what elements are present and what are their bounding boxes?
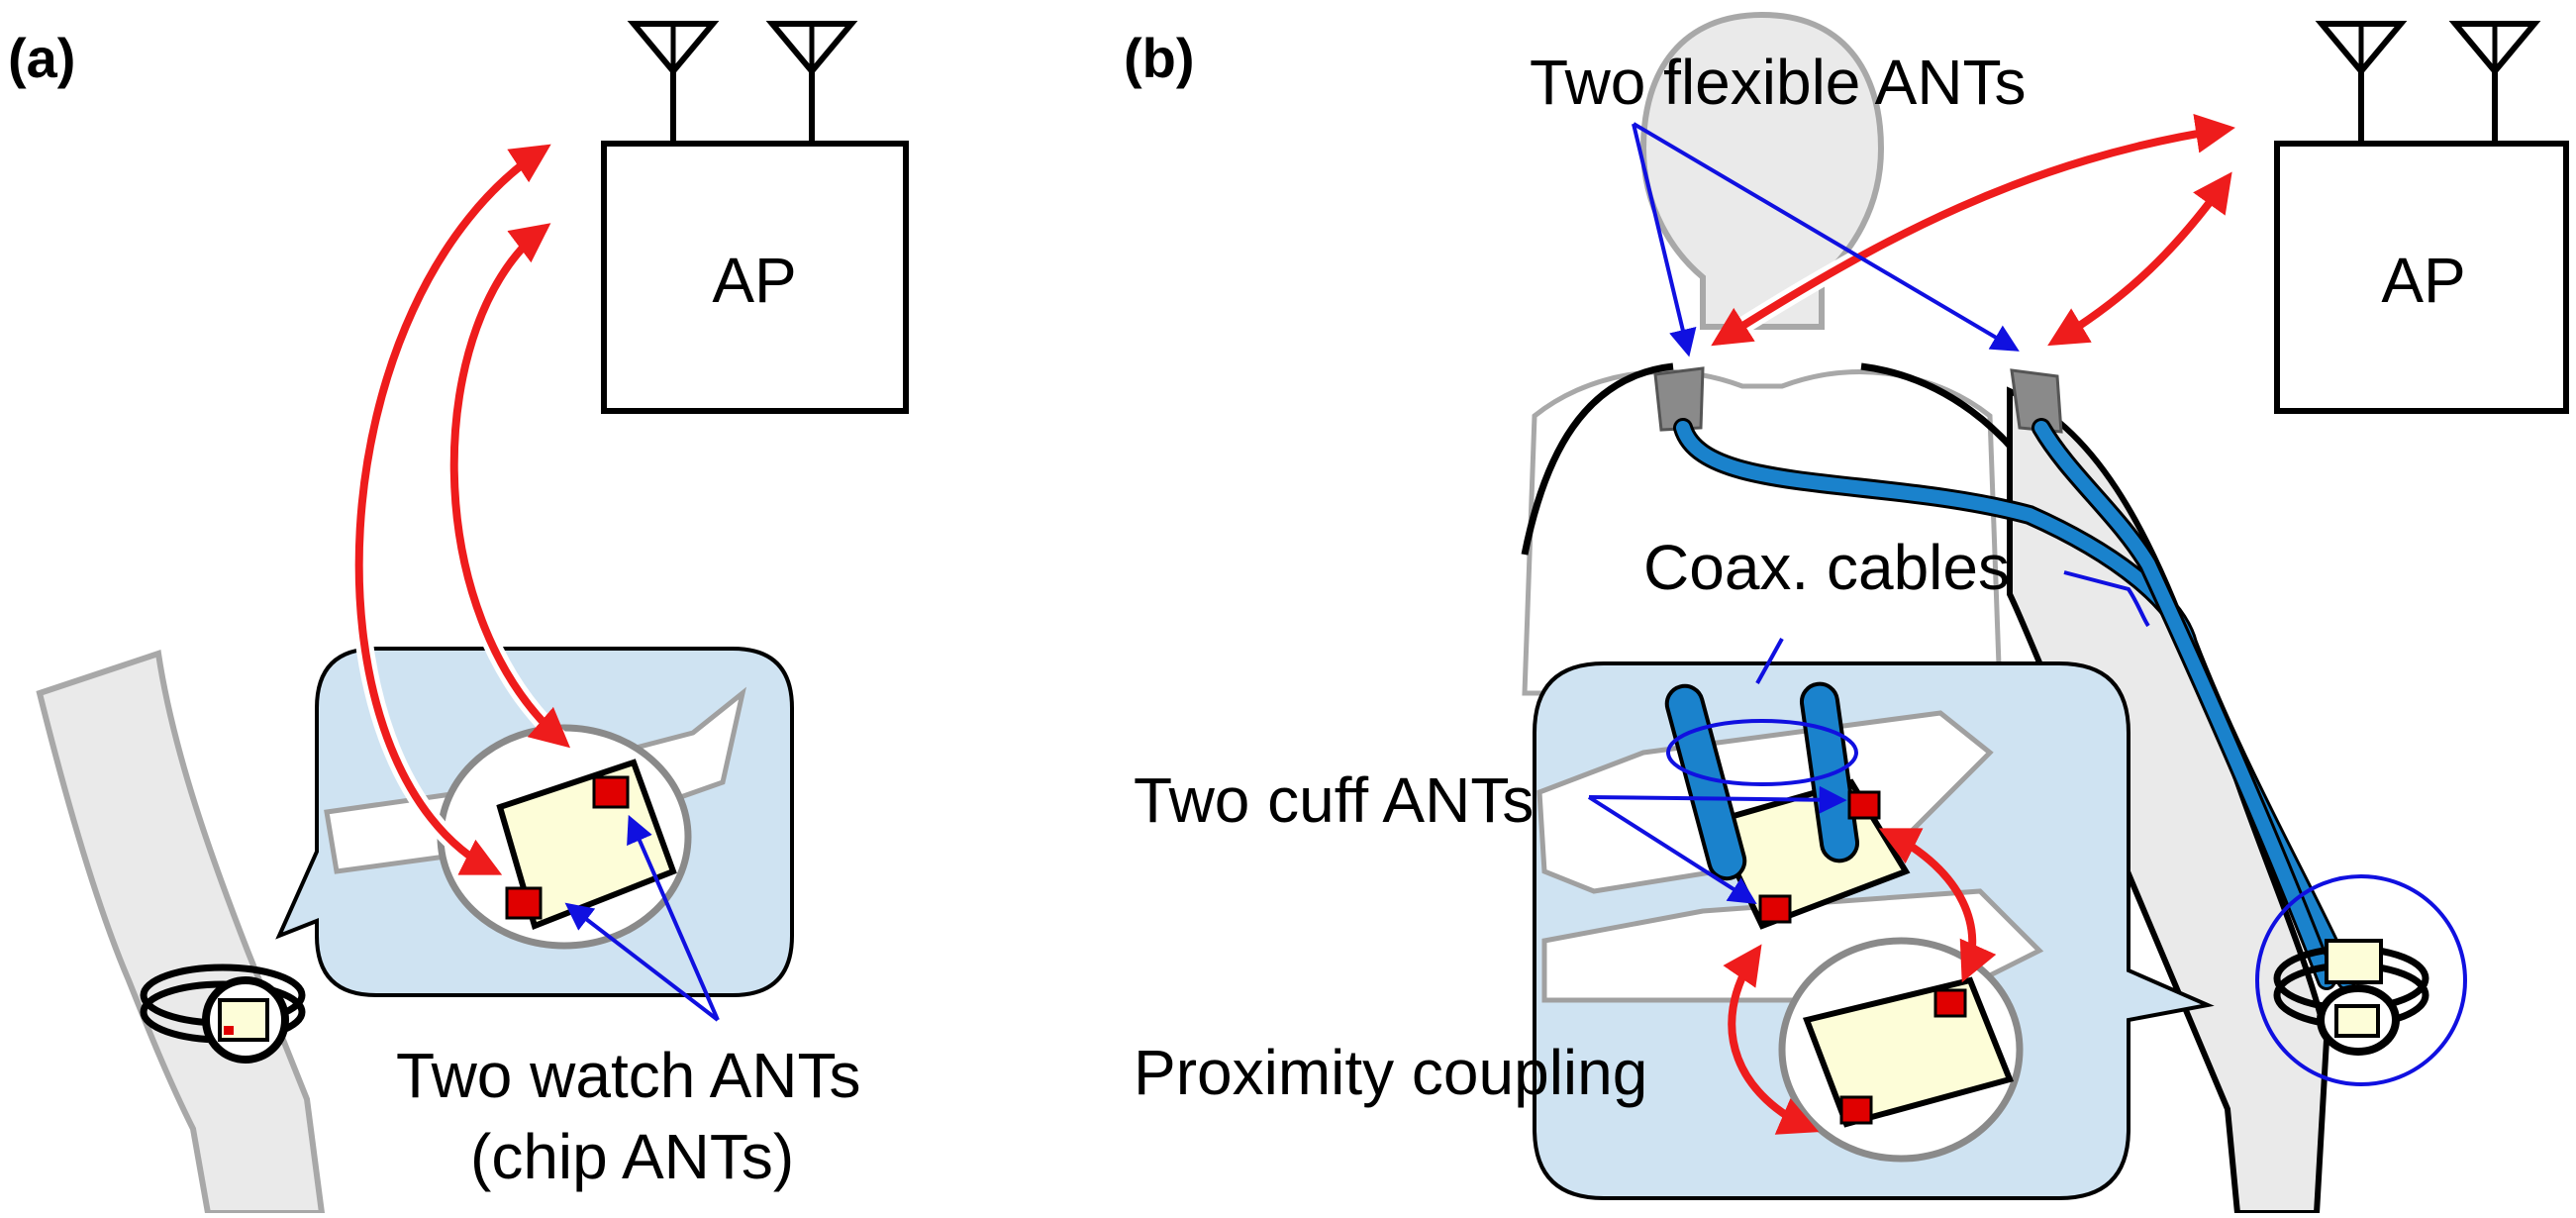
panel-b: (b)	[1124, 11, 2569, 1216]
coax-cables	[1673, 418, 2356, 990]
rf-links-a	[349, 141, 571, 880]
chip-ants-label: (chip ANTs)	[470, 1121, 794, 1192]
rf-links-b	[1711, 113, 2235, 1135]
cuff-antenna-1	[1847, 790, 1881, 820]
watch-antenna-1	[1933, 988, 1967, 1018]
access-point-b: AP	[2274, 21, 2569, 414]
chip-antenna-1	[592, 775, 630, 809]
panel-b-label: (b)	[1124, 27, 1195, 89]
zoom-circle	[2255, 874, 2467, 1086]
panel-a-label: (a)	[8, 27, 75, 89]
flexible-antenna-left	[1653, 366, 1705, 432]
ap-label-a: AP	[712, 245, 796, 316]
chip-antenna-2	[505, 886, 543, 920]
coax-cables-label: Coax. cables	[1643, 532, 2010, 603]
access-point-a: AP	[601, 21, 909, 414]
pointers-a	[564, 814, 720, 1022]
watch-antenna-2	[1839, 1095, 1873, 1125]
ap-label-b: AP	[2381, 245, 2465, 316]
wristwatch-small	[140, 964, 306, 1064]
cuff-ants-label: Two cuff ANTs	[1134, 764, 1534, 836]
watch-ants-label: Two watch ANTs	[396, 1040, 861, 1111]
arm-cuff	[2273, 939, 2429, 1056]
flexible-antenna-right	[2010, 368, 2063, 434]
flexible-ants-label: Two flexible ANTs	[1530, 47, 2027, 118]
cuff-antenna-2	[1758, 894, 1792, 924]
panel-a: (a) AP	[8, 21, 909, 1216]
proximity-coupling-label: Proximity coupling	[1134, 1037, 1647, 1108]
pointers-b	[1587, 122, 2150, 905]
